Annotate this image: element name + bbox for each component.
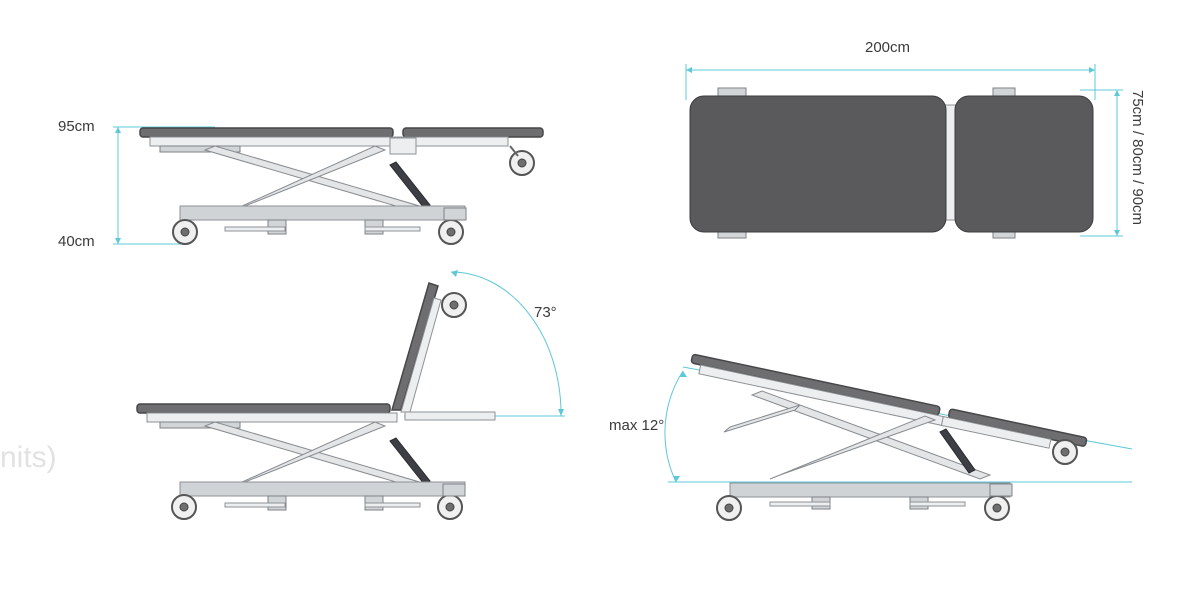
height-max-label: 95cm: [58, 118, 95, 135]
base-rail: [729, 482, 1011, 498]
arrow-down-icon: [115, 238, 121, 244]
length-label: 200cm: [865, 39, 910, 56]
arrow-left-icon: [686, 67, 692, 73]
arrow-right-icon: [1089, 67, 1095, 73]
rail-clip: [717, 87, 747, 97]
seat-extension: [404, 411, 496, 421]
side-view-flat: 95cm 40cm: [58, 118, 544, 250]
arrow-down-icon: [1114, 230, 1120, 236]
side-view-tilted: max 12°: [609, 353, 1133, 521]
pedal: [364, 226, 421, 232]
base-rail: [179, 481, 466, 497]
pad-head: [402, 127, 544, 138]
seat-frame: [149, 136, 401, 147]
height-min-label: 40cm: [58, 233, 95, 250]
rail-clip: [992, 87, 1016, 97]
tilt-label: max 12°: [609, 417, 664, 434]
angle-arc: [450, 271, 562, 417]
arrow-up-icon: [115, 127, 121, 133]
seat-frame: [146, 412, 398, 423]
frame-bracket: [159, 145, 241, 153]
pad-main: [139, 127, 394, 138]
tilt-arc: [664, 370, 684, 483]
top-pad-head: [954, 95, 1094, 233]
actuator: [939, 428, 976, 474]
actuator: [389, 161, 431, 209]
arrow-down-icon: [558, 409, 564, 416]
top-pad-main: [689, 95, 947, 233]
side-view-backrest: 73°: [136, 270, 565, 520]
hinge-block: [389, 137, 417, 155]
top-view: 200cm 75cm / 80cm / 90cm: [685, 39, 1146, 239]
arrow-up-icon: [680, 371, 687, 377]
pad-main: [136, 403, 391, 414]
backrest-angle-label: 73°: [534, 304, 557, 321]
scissor-arm: [769, 415, 937, 480]
ghost-text: nits): [0, 441, 57, 474]
width-label: 75cm / 80cm / 90cm: [1129, 90, 1146, 225]
arrow-left-icon: [451, 270, 458, 277]
arrow-up-icon: [1114, 90, 1120, 96]
scissor-arm: [723, 404, 801, 433]
base-rail: [179, 205, 466, 221]
arrow-down-icon: [673, 476, 680, 482]
raised-backrest: [391, 282, 439, 411]
scissor-arm: [750, 390, 992, 480]
actuator: [389, 437, 431, 485]
pad-main: [690, 353, 941, 416]
pedal: [224, 226, 286, 232]
wheel-housing: [443, 207, 467, 221]
